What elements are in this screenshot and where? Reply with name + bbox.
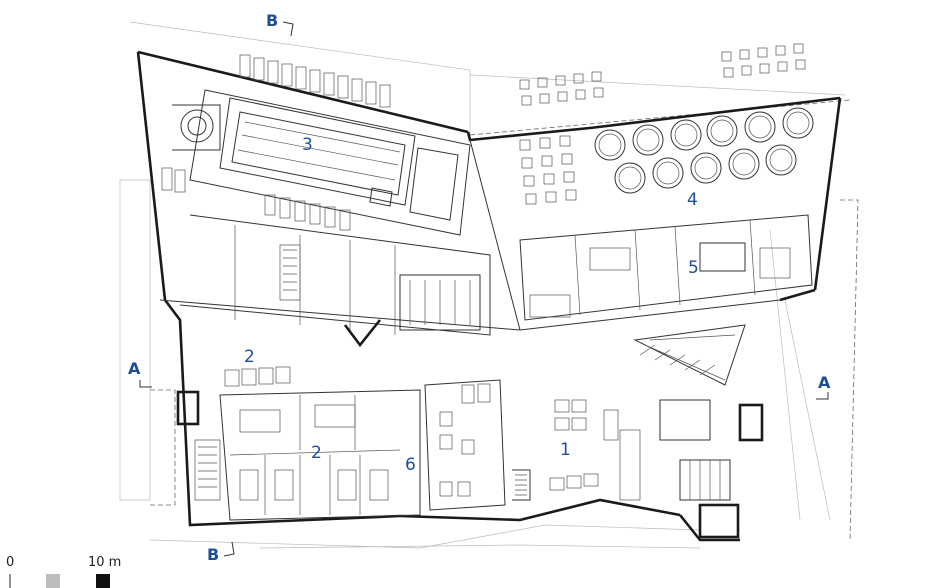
kitchen [519,214,813,321]
scale-segment-black [96,574,110,588]
room-label-6: 6 [405,455,416,475]
section-label-a-right: A [818,373,831,392]
scale-bar: 0 10 m [6,555,121,588]
room-label-1: 1 [560,440,571,460]
scale-label-ten-meters: 10 m [88,555,121,570]
room-label-4: 4 [687,190,698,210]
restaurant-tables [519,43,814,205]
section-label-b-bottom: B [207,545,219,564]
room-label-2-upper: 2 [244,347,255,367]
pool-area [161,54,471,236]
lobby [512,324,764,539]
scale-segment-grey [46,574,60,588]
room-label-5: 5 [688,258,699,278]
exterior-walls [136,50,842,542]
section-label-b-top: B [266,11,278,30]
spa-rooms [176,366,506,521]
section-markers: B B A A [128,11,831,564]
section-label-a-left: A [128,359,141,378]
room-numbers: 3 4 5 2 2 6 1 [244,135,699,475]
room-label-3: 3 [302,135,313,155]
changing-rooms [179,214,491,348]
site-lines [119,21,859,549]
scale-label-zero: 0 [6,555,14,570]
room-label-2-lower: 2 [311,443,322,463]
